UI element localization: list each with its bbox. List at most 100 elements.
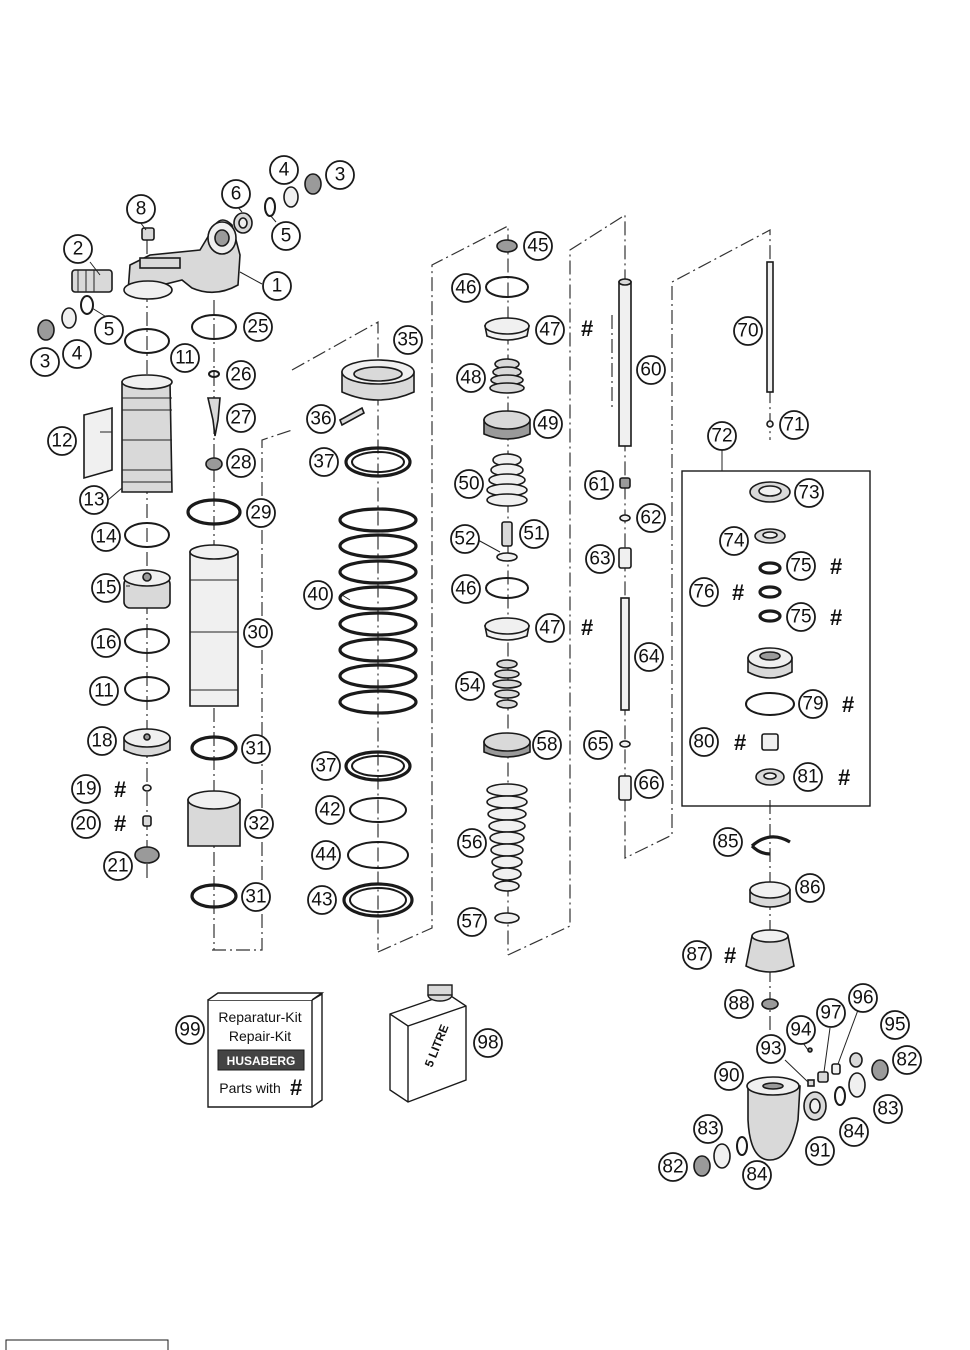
svg-text:63: 63: [589, 549, 610, 570]
hash-75-upper: #: [830, 554, 842, 579]
svg-text:46: 46: [455, 579, 476, 600]
part-15-piston: [123, 569, 171, 609]
callout-57: 57: [457, 907, 487, 937]
svg-text:44: 44: [315, 845, 337, 866]
part-12-sticker: [83, 406, 113, 480]
callout-76: 76: [689, 577, 719, 607]
svg-text:31: 31: [245, 887, 266, 908]
callout-19: 19: [71, 774, 101, 804]
svg-text:45: 45: [527, 236, 548, 257]
callout-21: 21: [103, 851, 133, 881]
callout-98: 98: [473, 1028, 503, 1058]
callout-51: 51: [519, 519, 549, 549]
callout-32: 32: [244, 809, 274, 839]
svg-text:19: 19: [75, 779, 96, 800]
svg-text:73: 73: [798, 483, 819, 504]
callout-49: 49: [533, 409, 563, 439]
part-47-seal-lower: [484, 617, 530, 641]
callout-13: 13: [79, 485, 109, 515]
svg-text:54: 54: [459, 676, 481, 697]
husaberg-logo: HUSABERG: [227, 1054, 296, 1068]
svg-text:84: 84: [843, 1122, 865, 1143]
part-32-cup: [187, 790, 241, 847]
callout-14: 14: [91, 522, 121, 552]
part-87-stopper: [745, 929, 795, 973]
callout-5-lower: 5: [94, 315, 124, 345]
callout-63: 63: [585, 544, 615, 574]
part-80-bushing: [761, 733, 779, 751]
repair-kit-hash-marks: # # # # # # # # # # #: [114, 316, 854, 968]
svg-text:5: 5: [281, 226, 292, 247]
hash-81: #: [838, 765, 850, 790]
part-31-ring-lower: [190, 883, 238, 909]
svg-text:50: 50: [458, 474, 479, 495]
callout-73: 73: [794, 478, 824, 508]
svg-text:91: 91: [809, 1141, 830, 1162]
svg-text:37: 37: [315, 756, 336, 777]
svg-text:13: 13: [83, 490, 104, 511]
part-72-group-frame: [681, 470, 871, 807]
part-51-bolt: [501, 521, 513, 547]
svg-text:37: 37: [313, 452, 334, 473]
callout-91: 91: [805, 1136, 835, 1166]
svg-text:46: 46: [455, 278, 476, 299]
callout-82-left: 82: [658, 1152, 688, 1182]
svg-text:98: 98: [477, 1033, 498, 1054]
hash-20: #: [114, 811, 126, 836]
part-31-ring-upper: [190, 735, 238, 761]
callout-5-upper: 5: [271, 221, 301, 251]
callout-93: 93: [756, 1034, 786, 1064]
svg-text:47: 47: [539, 618, 560, 639]
svg-text:64: 64: [638, 647, 660, 668]
hash-79: #: [842, 692, 854, 717]
part-28-nut: [205, 457, 223, 471]
svg-text:56: 56: [461, 833, 482, 854]
callout-47-lower: 47: [535, 613, 565, 643]
part-84-circlip-right: [834, 1086, 846, 1106]
svg-text:83: 83: [697, 1119, 718, 1140]
part-66-pin: [618, 775, 632, 801]
callout-62: 62: [636, 503, 666, 533]
callout-46-upper: 46: [451, 273, 481, 303]
part-82-nut-right: [871, 1059, 889, 1081]
hash-47-lower: #: [581, 615, 593, 640]
part-3-nut-lower: [37, 319, 55, 341]
svg-text:87: 87: [686, 945, 707, 966]
svg-text:5: 5: [104, 320, 115, 341]
svg-text:42: 42: [319, 800, 340, 821]
svg-text:30: 30: [247, 623, 268, 644]
callout-8: 8: [126, 194, 156, 224]
svg-text:20: 20: [75, 814, 96, 835]
svg-text:74: 74: [723, 531, 745, 552]
callout-58: 58: [532, 730, 562, 760]
svg-text:57: 57: [461, 912, 482, 933]
svg-text:18: 18: [91, 731, 112, 752]
callout-75-upper: 75: [786, 551, 816, 581]
callout-85: 85: [713, 827, 743, 857]
callout-4-upper: 4: [269, 155, 299, 185]
callout-35: 35: [393, 325, 423, 355]
svg-text:21: 21: [107, 856, 128, 877]
part-71-ball: [766, 420, 774, 428]
svg-text:25: 25: [247, 317, 268, 338]
callout-72: 72: [707, 421, 737, 451]
part-61-nut: [619, 477, 631, 489]
callout-97: 97: [816, 998, 846, 1028]
svg-text:66: 66: [638, 774, 659, 795]
callout-95: 95: [880, 1010, 910, 1040]
part-57-washer: [494, 912, 520, 924]
callout-83-left: 83: [693, 1114, 723, 1144]
part-11-ring-upper: [124, 328, 170, 354]
repair-kit-box: Reparatur-Kit Repair-Kit HUSABERG Parts …: [207, 992, 325, 1108]
svg-text:96: 96: [852, 988, 873, 1009]
svg-text:65: 65: [587, 735, 608, 756]
svg-text:82: 82: [896, 1050, 917, 1071]
part-54-shim-stack: [492, 659, 522, 709]
svg-text:72: 72: [711, 426, 732, 447]
callout-11-upper: 11: [170, 343, 200, 373]
part-26-washer: [208, 370, 220, 378]
hash-80: #: [734, 730, 746, 755]
callout-28: 28: [226, 448, 256, 478]
callout-4-lower: 4: [62, 339, 92, 369]
part-27-needle: [206, 397, 221, 437]
